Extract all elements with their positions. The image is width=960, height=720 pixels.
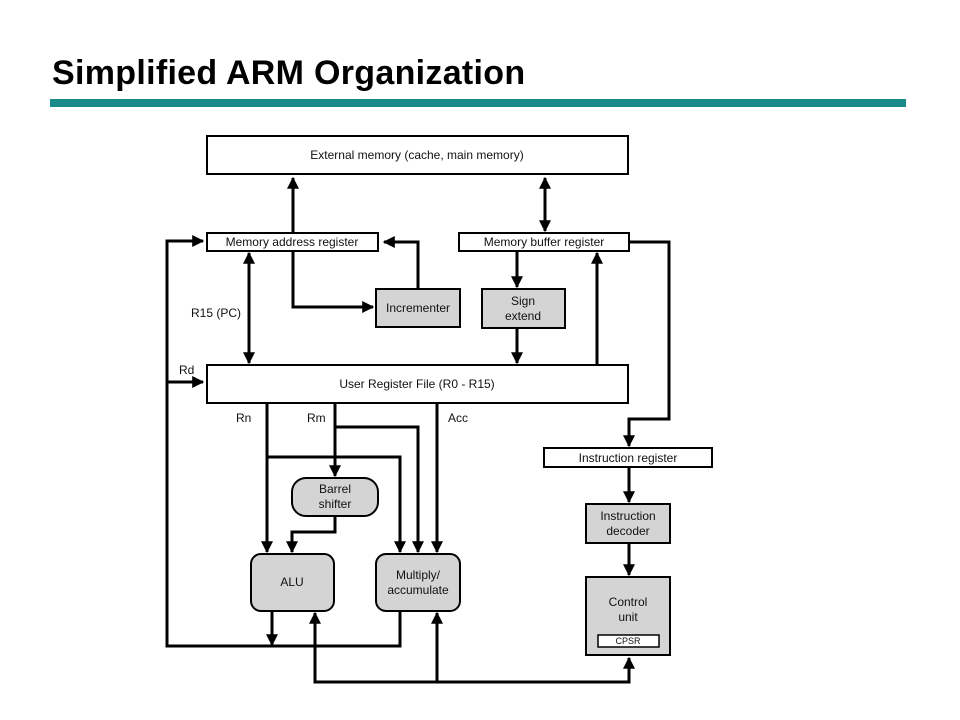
- register-file-label: User Register File (R0 - R15): [339, 377, 494, 391]
- result-to-mar-arrow: [165, 235, 205, 390]
- barrel-shifter-block: Barrel shifter: [291, 477, 379, 517]
- alu-label: ALU: [280, 575, 303, 589]
- sign-extend-label-line1: Sign: [511, 294, 535, 308]
- instruction-register-label: Instruction register: [579, 451, 678, 465]
- rn-to-mac-arrow: [267, 455, 406, 554]
- instruction-decoder-label-line1: Instruction: [600, 509, 655, 523]
- external-memory-block: External memory (cache, main memory): [206, 135, 629, 175]
- rm-to-mac-arrow: [335, 425, 424, 554]
- alu-block: ALU: [250, 553, 335, 612]
- user-register-file-block: User Register File (R0 - R15): [206, 364, 629, 404]
- control-unit-label-line2: unit: [618, 610, 638, 624]
- title-underline: [50, 99, 906, 107]
- external-memory-label: External memory (cache, main memory): [310, 148, 523, 162]
- rn-label: Rn: [236, 411, 251, 425]
- instruction-decoder-label-line2: decoder: [606, 524, 649, 538]
- barrel-shifter-label-line1: Barrel: [319, 482, 351, 496]
- rm-label: Rm: [307, 411, 326, 425]
- connections: [165, 176, 671, 684]
- barrel-shifter-label-line2: shifter: [319, 497, 352, 511]
- memory-address-register-block: Memory address register: [206, 232, 379, 252]
- shifter-to-alu-arrow: [286, 517, 337, 554]
- incrementer-label: Incrementer: [386, 301, 450, 315]
- flags-bus-arrow: [309, 611, 635, 684]
- incrementer-block: Incrementer: [375, 288, 461, 328]
- instruction-register-block: Instruction register: [543, 447, 713, 468]
- mar-label: Memory address register: [226, 235, 359, 249]
- mac-label-line1: Multiply/: [396, 568, 441, 582]
- memory-buffer-register-block: Memory buffer register: [458, 232, 630, 252]
- incrementer-to-mar-arrow: [382, 236, 420, 289]
- control-unit-block: Control unit CPSR: [585, 576, 671, 656]
- slide-title: Simplified ARM Organization: [52, 54, 526, 92]
- mac-label-line2: accumulate: [387, 583, 449, 597]
- rd-label: Rd: [179, 363, 194, 377]
- mar-to-incrementer-arrow: [291, 251, 375, 313]
- control-unit-label-line1: Control: [609, 595, 648, 609]
- mbr-to-ir-arrow: [623, 240, 671, 448]
- multiply-accumulate-block: Multiply/ accumulate: [375, 553, 461, 612]
- sign-extend-label-line2: extend: [505, 309, 541, 323]
- r15-pc-label: R15 (PC): [191, 306, 241, 320]
- sign-extend-block: Sign extend: [481, 288, 566, 329]
- mbr-label: Memory buffer register: [484, 235, 605, 249]
- cpsr-label: CPSR: [615, 636, 641, 646]
- acc-label: Acc: [448, 411, 468, 425]
- instruction-decoder-block: Instruction decoder: [585, 503, 671, 544]
